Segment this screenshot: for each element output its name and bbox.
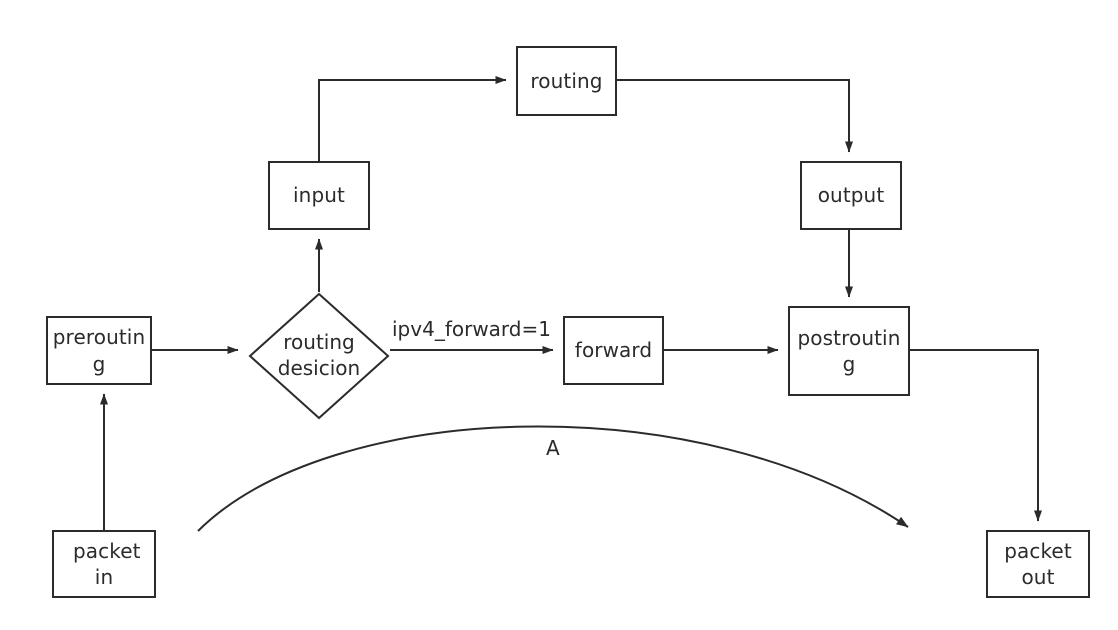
node-packet-in[interactable]: packet in [52, 530, 156, 598]
node-postrouting-label: postrouting [797, 325, 901, 376]
node-postrouting[interactable]: postrouting [788, 306, 910, 396]
node-packet-in-label: packet in [73, 538, 141, 589]
edge-postrouting-to-packet-out [910, 349, 1042, 522]
node-packet-out-label: packet out [1004, 538, 1072, 589]
edge-label-ipv4-forward: ipv4_forward=1 [392, 317, 551, 341]
edge-curve-arc [197, 425, 909, 532]
edge-routing-to-output [617, 79, 853, 153]
node-prerouting[interactable]: prerouting [46, 316, 152, 385]
node-input-label: input [293, 183, 345, 208]
node-prerouting-label: prerouting [52, 325, 146, 376]
node-routing-label: routing [530, 68, 603, 93]
node-input[interactable]: input [268, 161, 370, 230]
node-output[interactable]: output [800, 161, 902, 230]
node-forward-label: forward [574, 338, 653, 363]
node-routing-desicion-shape[interactable] [248, 292, 390, 420]
edge-input-to-routing [318, 76, 507, 161]
node-forward[interactable]: forward [563, 316, 664, 385]
curve-label-a: A [546, 436, 560, 460]
node-output-label: output [817, 183, 885, 208]
node-routing[interactable]: routing [516, 46, 617, 116]
node-packet-out[interactable]: packet out [986, 530, 1090, 598]
